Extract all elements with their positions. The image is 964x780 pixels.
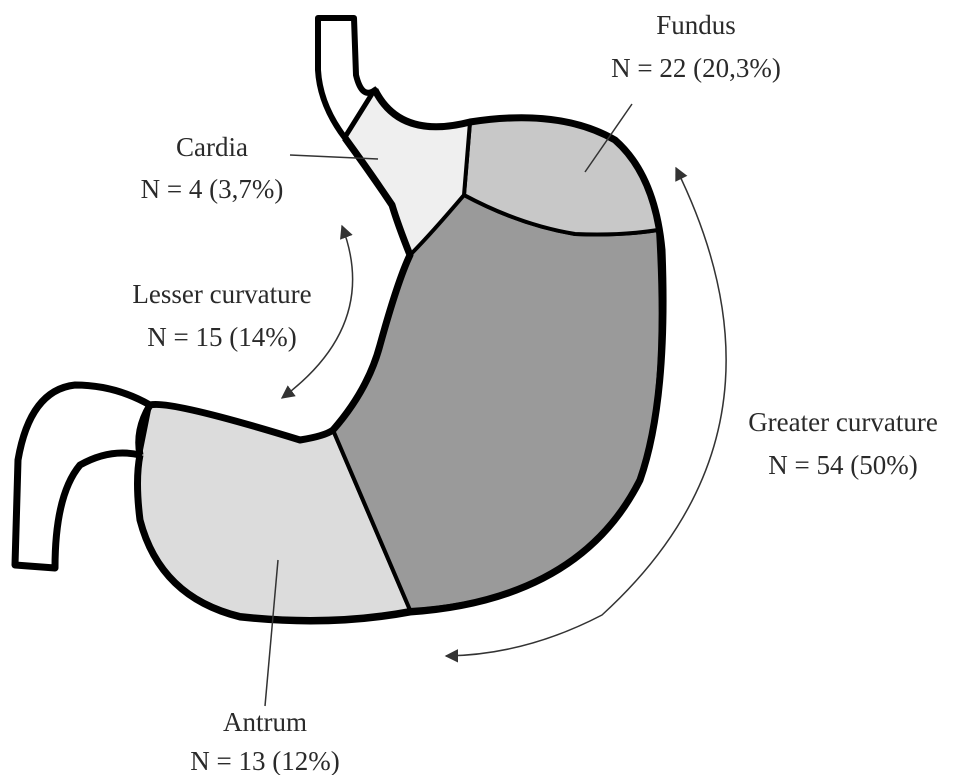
cardia-count: N = 4 (3,7%)	[141, 174, 284, 204]
lesser-curvature-count: N = 15 (14%)	[147, 322, 296, 352]
greater-curvature-count: N = 54 (50%)	[768, 450, 917, 480]
fundus-count: N = 22 (20,3%)	[611, 53, 781, 83]
fundus-label: Fundus	[656, 10, 736, 40]
duodenum	[15, 385, 150, 568]
antrum-label: Antrum	[223, 707, 307, 737]
greater-curvature-region	[333, 195, 661, 610]
lesser-curvature-arrow	[282, 226, 353, 398]
lesser-curvature-label: Lesser curvature	[132, 279, 311, 309]
cardia-label: Cardia	[176, 132, 248, 162]
antrum-count: N = 13 (12%)	[190, 746, 339, 775]
greater-curvature-label: Greater curvature	[748, 407, 938, 437]
